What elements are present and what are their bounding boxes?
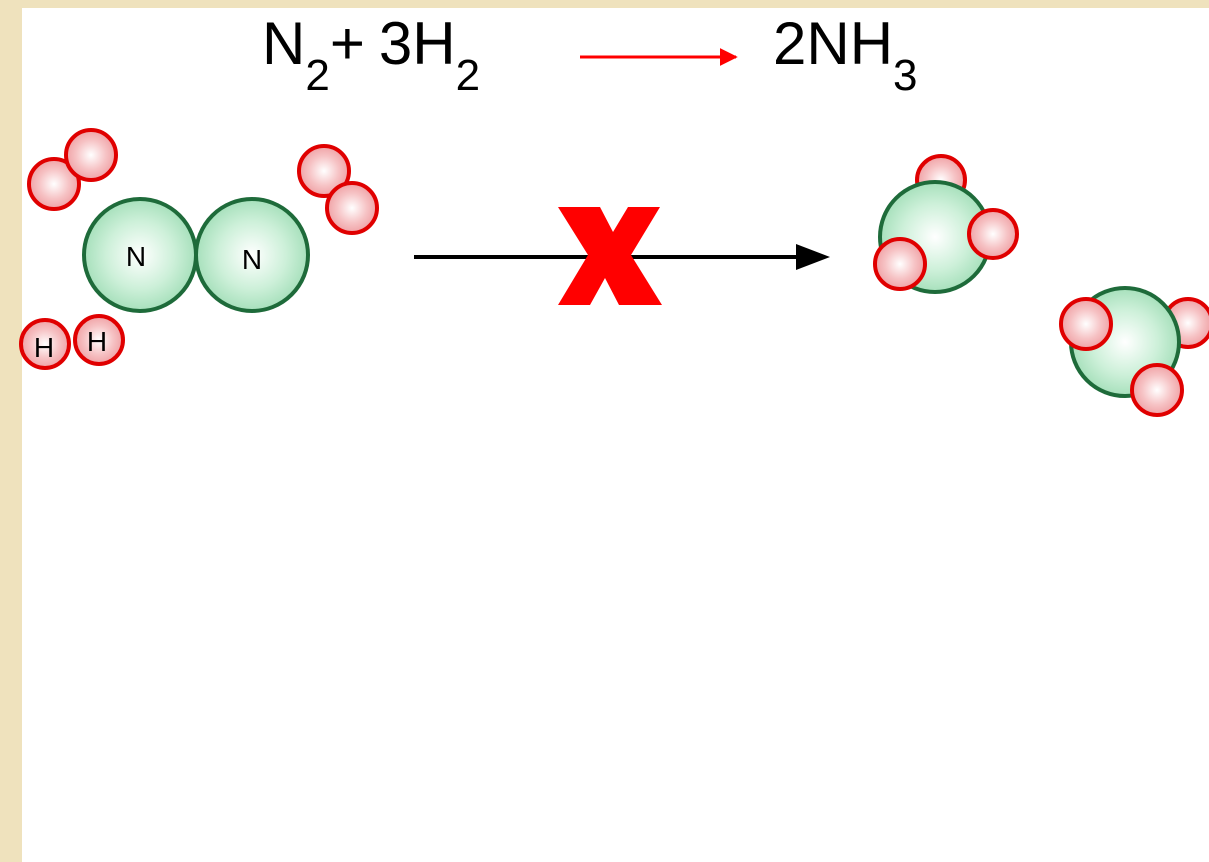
product-symbol: NH [806,10,893,77]
nitrogen-right-label: N [242,244,262,275]
hydrogen-atom [19,318,71,370]
product-coefficient: 2 [773,10,806,77]
hydrogen-atom [73,314,125,366]
hydrogen-atom [1130,363,1184,417]
hydrogen-atom [325,181,379,235]
chemical-equation: N2+3H2 [262,10,480,100]
hydrogen-atom [967,208,1019,260]
hydrogen-molecule-top-left [27,128,118,211]
nitrogen-molecule: N N [82,197,310,313]
hydrogen-right-label: H [87,326,107,357]
slide-panel [22,8,1209,862]
hydrogen-atom [27,157,81,211]
cross-mark-icon [558,207,662,305]
reactant-1-symbol: N [262,10,305,77]
hydrogen-atom [873,237,927,291]
hydrogen-atom [297,144,351,198]
plus-sign: + [330,10,365,77]
hydrogen-atom [1059,297,1113,351]
hydrogen-atom [64,128,118,182]
reactant-2-coefficient: 3 [379,10,412,77]
product-formula: 2NH3 [773,10,918,100]
hydrogen-molecule-labeled: H H [19,314,125,370]
product-subscript: 3 [893,51,917,100]
nitrogen-atom-right [194,197,310,313]
hydrogen-molecule-top-right [297,144,379,235]
reactant-1-subscript: 2 [305,51,329,100]
reactant-2-subscript: 2 [456,51,480,100]
ammonia-molecule-2 [1059,286,1209,417]
ammonia-molecule-1 [873,154,1019,294]
hydrogen-left-label: H [34,332,54,363]
reactant-2-symbol: H [412,10,455,77]
nitrogen-left-label: N [126,241,146,272]
